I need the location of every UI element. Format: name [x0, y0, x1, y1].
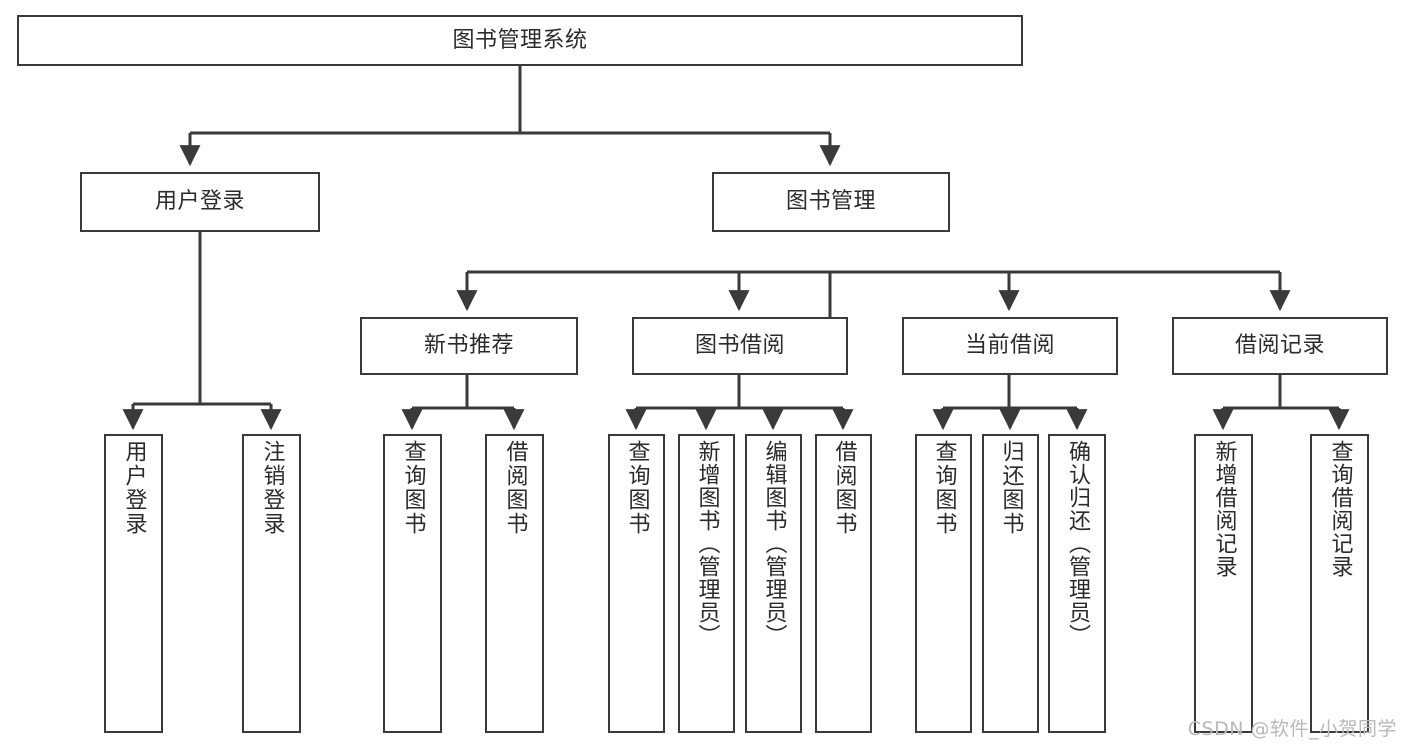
leaf-query-book-recommend[interactable]: 查询图书: [383, 434, 442, 733]
node-root-label: 图书管理系统: [452, 27, 588, 53]
node-user-login[interactable]: 用户登录: [80, 172, 320, 232]
leaf-confirm-return-admin[interactable]: 确认归还（管理员）: [1048, 434, 1106, 733]
leaf-query-book-current-label: 查询图书: [931, 440, 957, 536]
leaf-logout-label: 注销登录: [259, 440, 285, 536]
leaf-borrow-book[interactable]: 借阅图书: [815, 434, 872, 733]
leaf-add-book-admin-label: 新增图书（管理员）: [694, 440, 720, 647]
leaf-query-book-borrow-label: 查询图书: [624, 440, 650, 536]
node-book-borrow-label: 图书借阅: [694, 333, 785, 359]
node-book-management-label: 图书管理: [785, 189, 876, 215]
node-user-login-label: 用户登录: [154, 189, 245, 215]
leaf-add-borrow-record[interactable]: 新增借阅记录: [1194, 434, 1253, 733]
node-book-management[interactable]: 图书管理: [712, 172, 950, 232]
leaf-query-book-borrow[interactable]: 查询图书: [608, 434, 665, 733]
leaf-borrow-book-label: 借阅图书: [831, 440, 857, 536]
node-new-book-recommend[interactable]: 新书推荐: [360, 317, 578, 375]
leaf-query-borrow-record[interactable]: 查询借阅记录: [1310, 434, 1369, 733]
node-current-borrow-label: 当前借阅: [964, 333, 1055, 359]
node-borrow-record-label: 借阅记录: [1234, 333, 1325, 359]
node-new-book-recommend-label: 新书推荐: [423, 333, 514, 359]
leaf-confirm-return-admin-label: 确认归还（管理员）: [1065, 440, 1090, 647]
leaf-user-login[interactable]: 用户登录: [104, 434, 163, 733]
leaf-edit-book-admin[interactable]: 编辑图书（管理员）: [745, 434, 802, 733]
node-borrow-record[interactable]: 借阅记录: [1172, 317, 1388, 375]
leaf-borrow-book-recommend-label: 借阅图书: [502, 440, 528, 536]
node-current-borrow[interactable]: 当前借阅: [902, 317, 1118, 375]
leaf-return-book[interactable]: 归还图书: [982, 434, 1039, 733]
leaf-add-book-admin[interactable]: 新增图书（管理员）: [678, 434, 735, 733]
leaf-edit-book-admin-label: 编辑图书（管理员）: [761, 440, 787, 647]
leaf-user-login-label: 用户登录: [121, 440, 147, 536]
leaf-query-book-recommend-label: 查询图书: [400, 440, 426, 536]
leaf-borrow-book-recommend[interactable]: 借阅图书: [485, 434, 544, 733]
leaf-query-book-current[interactable]: 查询图书: [915, 434, 972, 733]
leaf-return-book-label: 归还图书: [998, 440, 1024, 536]
node-root[interactable]: 图书管理系统: [17, 15, 1023, 66]
leaf-logout[interactable]: 注销登录: [242, 434, 301, 733]
node-book-borrow[interactable]: 图书借阅: [632, 317, 848, 375]
leaf-add-borrow-record-label: 新增借阅记录: [1211, 440, 1237, 578]
leaf-query-borrow-record-label: 查询借阅记录: [1327, 440, 1353, 578]
